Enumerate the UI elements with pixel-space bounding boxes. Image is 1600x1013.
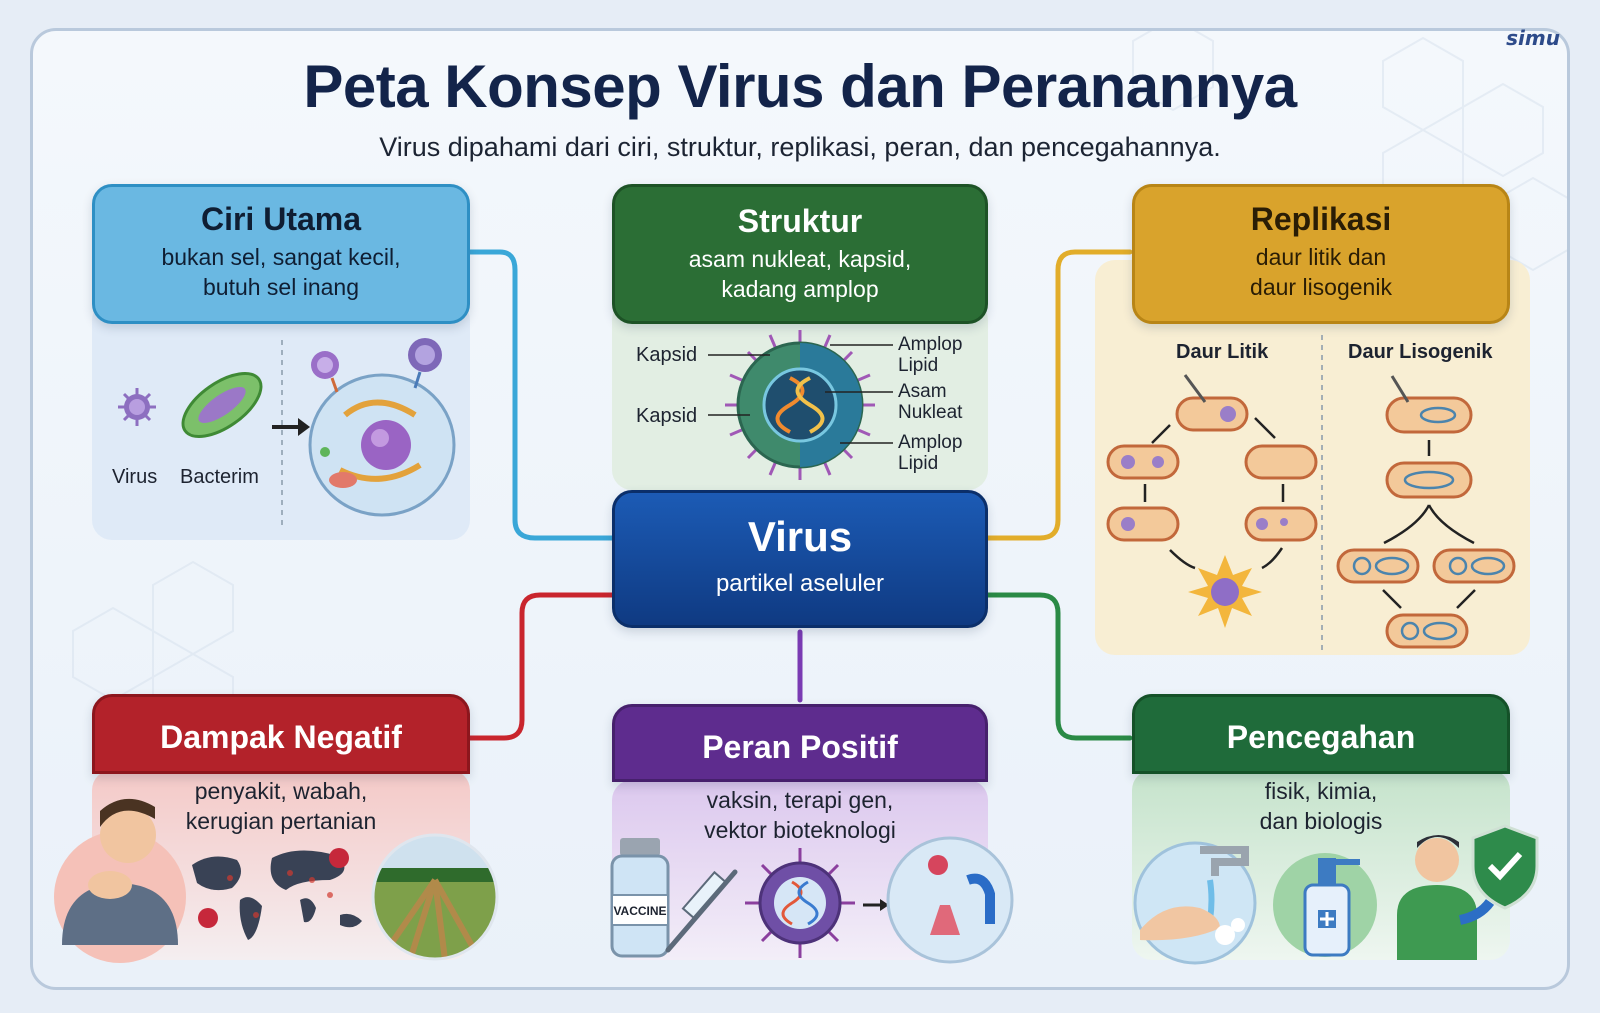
- sick-person-icon: [54, 798, 186, 963]
- page-title: Peta Konsep Virus dan Peranannya: [303, 53, 1297, 120]
- card-peran-positif: Peran Positif: [612, 704, 988, 782]
- card-virus-center: Virus partikel aseluler: [612, 490, 988, 628]
- connector-replikasi: [985, 249, 1133, 541]
- syringe-icon: [665, 869, 738, 953]
- positif-title: Peran Positif: [702, 729, 898, 765]
- virus-icon-attached-1: [311, 351, 339, 393]
- bacteria-icon: [181, 372, 263, 438]
- pencegahan-title: Pencegahan: [1226, 719, 1416, 755]
- syringe-icon-lytic: [1183, 374, 1207, 403]
- struktur-title: Struktur: [737, 203, 863, 239]
- center-title: Virus: [747, 513, 853, 560]
- pencegahan-desc: fisik, kimia, dan biologis: [1259, 778, 1383, 834]
- vaccine-label: VACCINE: [613, 904, 666, 918]
- ciri-desc: bukan sel, sangat kecil, butuh sel inang: [161, 244, 401, 300]
- card-struktur: Struktur asam nukleat, kapsid, kadang am…: [612, 184, 988, 324]
- spray-bottle-icon: [1273, 853, 1377, 957]
- syringe-icon-lysogenic: [1390, 375, 1410, 403]
- label-asam-nukleat: Asam Nukleat: [898, 381, 963, 423]
- center-desc: partikel aseluler: [715, 570, 885, 597]
- label-amplop-bottom: Amplop Lipid: [898, 432, 963, 474]
- ciri-title: Ciri Utama: [200, 201, 362, 237]
- card-ciri-utama: Ciri Utama bukan sel, sangat kecil, butu…: [92, 184, 470, 324]
- replikasi-desc: daur litik dan daur lisogenik: [1250, 244, 1392, 300]
- connector-dampak: [467, 592, 615, 741]
- virus-icon: [118, 388, 156, 426]
- card-pencegahan: Pencegahan: [1132, 694, 1510, 774]
- lysogenic-cycle-title: Daur Lisogenik: [1348, 341, 1493, 363]
- virus-structure-icon: [725, 330, 875, 480]
- label-virus: Virus: [112, 466, 158, 488]
- simu-logo: simu: [1506, 26, 1560, 50]
- host-cell-icon: [308, 373, 456, 517]
- hand-washing-icon: [1133, 841, 1257, 965]
- virus-icon-attached-2: [408, 338, 442, 389]
- biotech-lab-icon: [886, 836, 1014, 964]
- burst-icon: [1188, 555, 1262, 628]
- label-kapsid-bottom: Kapsid: [636, 405, 698, 427]
- dampak-desc: penyakit, wabah, kerugian pertanian: [185, 778, 377, 834]
- lytic-cycle-title: Daur Litik: [1176, 341, 1269, 363]
- vaccinated-person-icon: [1397, 835, 1495, 960]
- dampak-title: Dampak Negatif: [160, 719, 402, 755]
- page-subtitle: Virus dipahami dari ciri, struktur, repl…: [379, 132, 1221, 162]
- positif-desc: vaksin, terapi gen, vektor bioteknologi: [704, 787, 896, 843]
- replikasi-title: Replikasi: [1250, 201, 1392, 237]
- label-amplop-top: Amplop Lipid: [898, 334, 963, 376]
- label-bacteria: Bacterim: [180, 466, 259, 488]
- connector-pencegahan: [985, 592, 1133, 741]
- connector-ciri: [467, 249, 615, 541]
- virus-outbreak-icon: [198, 848, 349, 928]
- shield-check-icon: [1471, 824, 1539, 910]
- world-map-icon: [192, 850, 362, 940]
- vaccine-vial-icon: [610, 838, 670, 958]
- card-dampak-negatif: Dampak Negatif: [92, 694, 470, 774]
- struktur-desc: asam nukleat, kapsid, kadang amplop: [688, 246, 912, 302]
- card-replikasi: Replikasi daur litik dan daur lisogenik: [1132, 184, 1510, 324]
- gene-therapy-virus-icon: [745, 848, 855, 958]
- label-kapsid-top: Kapsid: [636, 344, 698, 366]
